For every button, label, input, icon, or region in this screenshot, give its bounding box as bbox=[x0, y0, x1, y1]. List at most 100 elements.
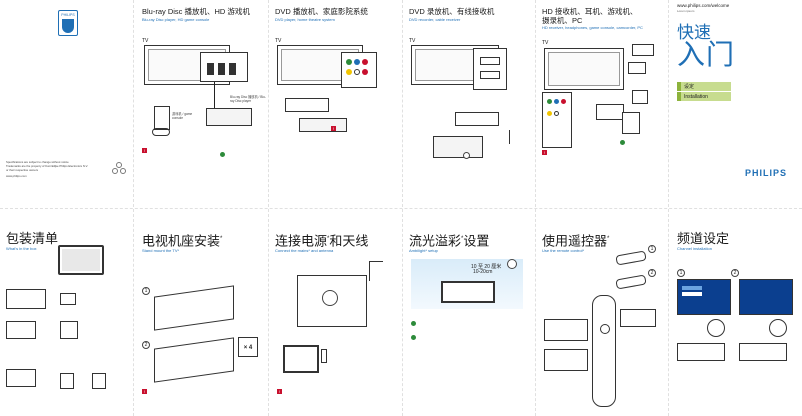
tv-menu-screen bbox=[677, 279, 731, 315]
gamepad-icon bbox=[152, 128, 170, 136]
panel-hd-receiver: HD 接收机、耳机、游戏机、摄录机、PC HD receiver, headph… bbox=[536, 0, 668, 208]
wall-glow-illustration: 10 至 20 厘米 10-20cm bbox=[411, 259, 523, 309]
fine-print: www.philips.com bbox=[6, 174, 27, 178]
back-cover-panel: PHILIPS Specifications are subject to ch… bbox=[0, 0, 133, 208]
side-panel bbox=[542, 92, 572, 148]
front-cover-panel: www.philips.com/welcome Lorem ipsum 快速 入… bbox=[669, 0, 802, 208]
section-subtitle: Connect the mains* and antenna bbox=[275, 248, 334, 254]
warning-icon: ! bbox=[542, 150, 547, 155]
tv-label: TV bbox=[142, 38, 149, 44]
panel-stand-mount: 电视机座安装* Stand mount the TV* 1 2 × 4 ! bbox=[134, 209, 268, 416]
remote-battery-step bbox=[615, 274, 647, 290]
brand-logo: PHILIPS bbox=[745, 168, 788, 178]
cover-title: 快速 bbox=[677, 23, 711, 42]
callout-box bbox=[677, 343, 725, 361]
recycle-icon bbox=[112, 162, 126, 176]
footnote-mark: * bbox=[327, 236, 330, 242]
bluray-player bbox=[206, 108, 252, 126]
callout-box bbox=[544, 349, 588, 371]
tip-icon bbox=[220, 152, 225, 157]
tv-stand-illustration bbox=[154, 337, 234, 383]
panel-dvd: DVD 播放机、家庭影院系统 DVD player, home theatre … bbox=[269, 0, 402, 208]
tip-icon bbox=[411, 321, 416, 326]
hd-receiver bbox=[632, 44, 654, 56]
section-subtitle: Use the remote control* bbox=[542, 248, 585, 254]
hdmi-cable bbox=[214, 82, 215, 112]
panel-channel-install: 频道设定 Channel installation 1 2 bbox=[669, 209, 802, 416]
logo-text: PHILIPS bbox=[61, 13, 75, 17]
power-cord-icon bbox=[6, 321, 36, 339]
tv-illustration bbox=[544, 48, 624, 90]
menu-label: 设定 bbox=[684, 84, 695, 90]
step-number: 1 bbox=[648, 245, 656, 253]
tv-icon bbox=[441, 281, 495, 303]
home-theatre bbox=[299, 118, 347, 132]
panel-in-box: 包装清单 What's in the box bbox=[0, 209, 133, 416]
footnote-mark: * bbox=[461, 236, 464, 242]
scart-panel bbox=[473, 48, 507, 90]
tv-label: TV bbox=[542, 40, 549, 46]
distance-label: 10 至 20 厘米 bbox=[471, 264, 502, 270]
step-number: 2 bbox=[142, 341, 150, 349]
panel-subtitle: DVD player, home theatre system bbox=[275, 17, 335, 22]
section-subtitle: Stand mount the TV* bbox=[142, 248, 180, 254]
philips-shield-logo: PHILIPS bbox=[58, 10, 78, 36]
website-url: www.philips.com/welcome bbox=[677, 3, 730, 8]
panel-title: HD 接收机、耳机、游戏机、摄录机、PC bbox=[542, 7, 638, 25]
fold-line bbox=[535, 0, 536, 416]
menu-item-english[interactable]: Installation bbox=[677, 92, 731, 101]
antenna-icon bbox=[509, 130, 521, 144]
panel-power-antenna: 连接电源*和天线 Connect the mains* and antenna … bbox=[269, 209, 402, 416]
camcorder bbox=[628, 62, 646, 74]
hdmi-panel bbox=[200, 52, 248, 82]
cable-icon bbox=[6, 369, 36, 387]
panel-subtitle: DVD recorder, cable receiver bbox=[409, 17, 461, 22]
cover-title: 入门 bbox=[677, 39, 736, 70]
tv-back-connectors bbox=[297, 275, 367, 327]
nav-pad-icon bbox=[769, 319, 787, 337]
section-title: 和天线 bbox=[329, 233, 369, 249]
screw-count: × 4 bbox=[238, 337, 258, 357]
antenna-icon bbox=[369, 261, 383, 281]
menu-item-chinese[interactable]: 设定 bbox=[677, 82, 731, 91]
warning-icon: ! bbox=[277, 389, 282, 394]
fold-line-horizontal bbox=[0, 208, 802, 209]
tv-front-icon bbox=[283, 345, 319, 373]
game-console bbox=[596, 104, 624, 120]
fold-line bbox=[133, 0, 134, 416]
remote-control-illustration bbox=[592, 295, 616, 407]
panel-title: DVD 录放机、有线接收机 bbox=[409, 7, 495, 16]
panel-title: Blu-ray Disc 播放机、HD 游戏机 bbox=[142, 7, 250, 16]
footnote-mark: * bbox=[220, 236, 223, 242]
fine-print: Specifications are subject to change wit… bbox=[6, 160, 69, 164]
step-number: 2 bbox=[731, 269, 739, 277]
section-title: 使用遥控器 bbox=[542, 233, 608, 249]
tv-icon bbox=[58, 245, 104, 275]
callout-box bbox=[544, 319, 588, 341]
footnote-mark: * bbox=[607, 236, 610, 242]
device-label: Blu-ray Disc 播放机 / Blu-ray Disc player bbox=[230, 95, 266, 103]
section-subtitle: Channel installation bbox=[677, 246, 712, 251]
av-panel bbox=[341, 52, 377, 88]
fine-print: Trademarks are the property of Koninklij… bbox=[6, 164, 89, 168]
step-number: 1 bbox=[677, 269, 685, 277]
section-title: 包装清单 bbox=[6, 231, 59, 246]
fold-line bbox=[268, 0, 269, 416]
tv-back-illustration bbox=[154, 285, 234, 331]
panel-subtitle: Blu-ray Disc player, HD game console bbox=[142, 17, 210, 22]
tv-label: TV bbox=[409, 38, 416, 44]
cable-receiver bbox=[433, 136, 483, 158]
callout-box bbox=[620, 309, 656, 327]
section-title: 设置 bbox=[463, 233, 490, 249]
game-console bbox=[154, 106, 170, 130]
stand-icon bbox=[60, 293, 76, 305]
ambilight-icon bbox=[507, 259, 517, 269]
panel-remote: 使用遥控器* Use the remote control* 1 2 bbox=[536, 209, 668, 416]
section-title: 频道设定 bbox=[677, 231, 730, 246]
step-number: 2 bbox=[648, 269, 656, 277]
cd-icon bbox=[92, 373, 106, 389]
panel-ambilight: 流光溢彩*设置 Ambilight* setup 10 至 20 厘米 10-2… bbox=[403, 209, 535, 416]
panel-recorder: DVD 录放机、有线接收机 DVD recorder, cable receiv… bbox=[403, 0, 535, 208]
tip-icon bbox=[411, 335, 416, 340]
remote-batteries-icon bbox=[6, 289, 46, 309]
